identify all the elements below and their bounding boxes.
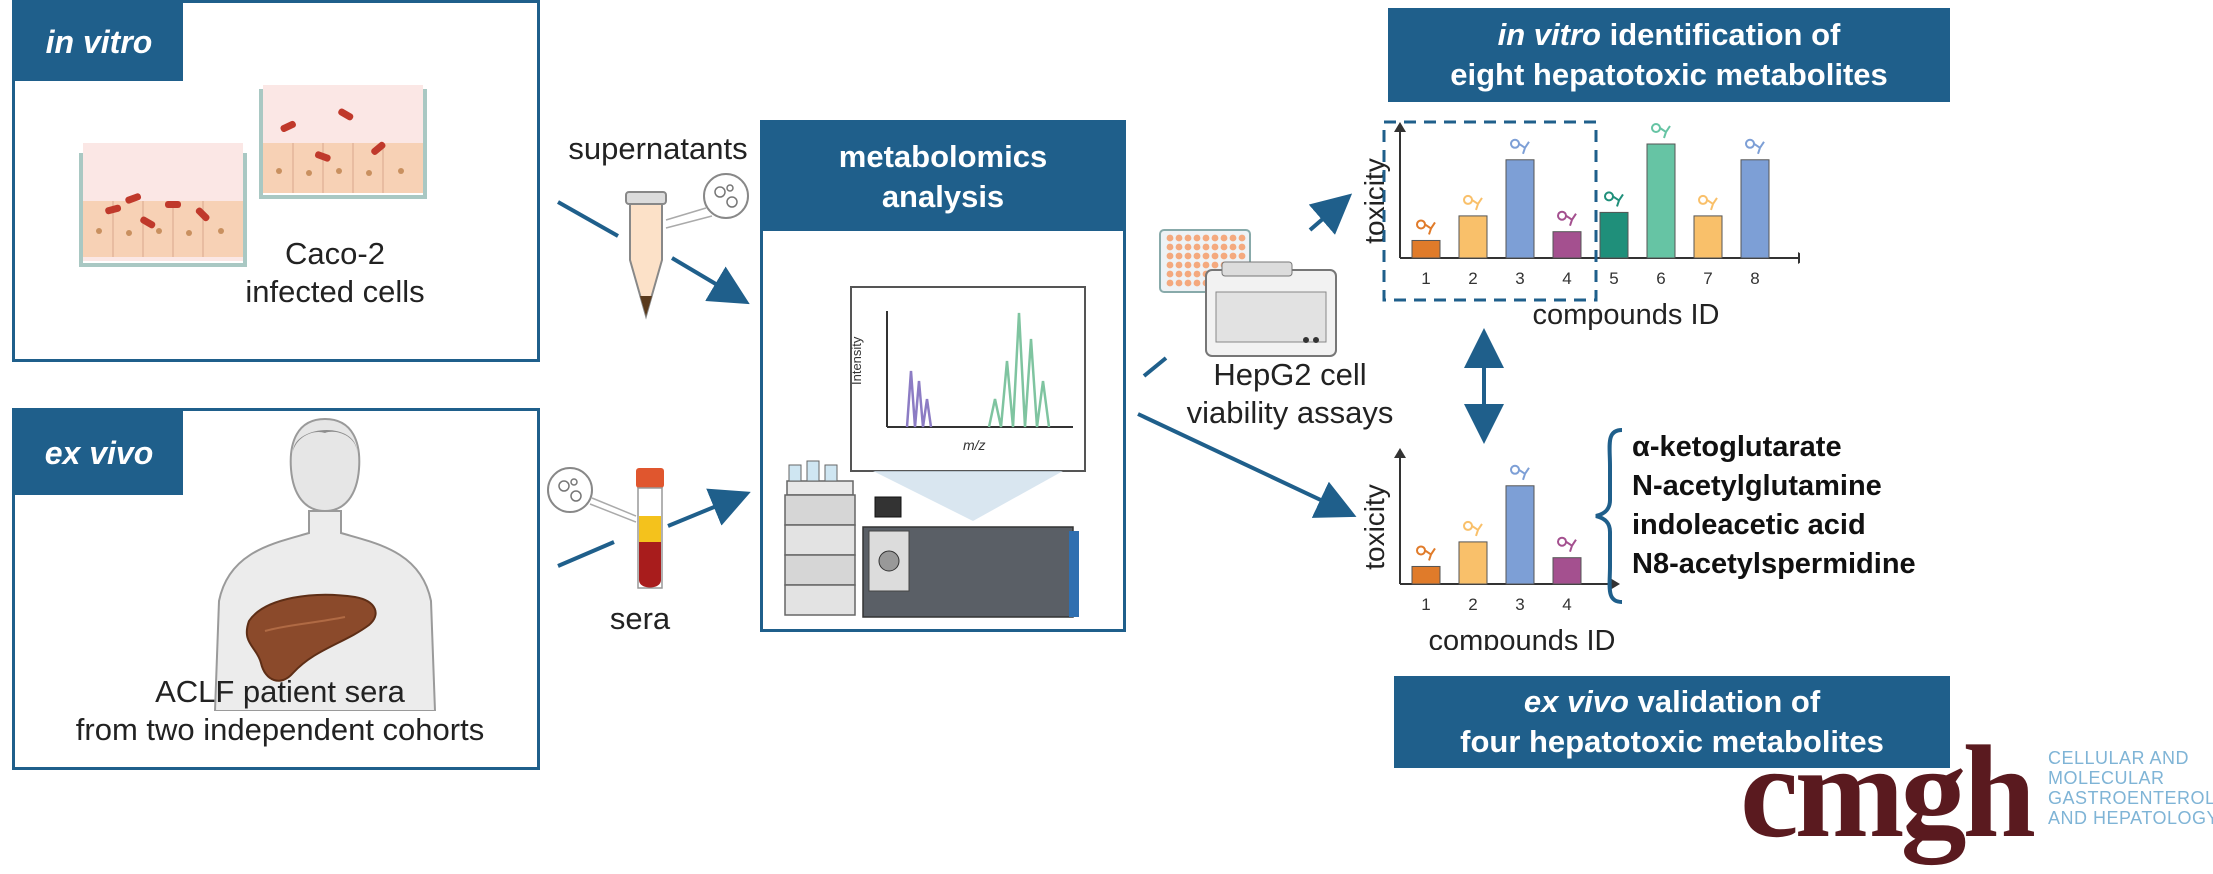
toxicity-chart-ex-vivo: toxicity 1 2 3 4 compounds ID xyxy=(1359,448,1620,650)
molecule-icon xyxy=(1510,464,1520,475)
sample-flow-graphics xyxy=(547,173,749,589)
ex-vivo-label-line2: from two independent cohorts xyxy=(75,712,485,747)
in-vitro-label-line1: Caco-2 xyxy=(285,236,385,271)
journal-name-line4: AND HEPATOLOGY xyxy=(2048,808,2213,828)
chart-bar xyxy=(1646,143,1676,259)
molecule-icon xyxy=(1510,138,1520,149)
metabolite-4: N8-acetylspermidine xyxy=(1632,548,1916,580)
metabolite-3: indoleacetic acid xyxy=(1632,509,1866,541)
journal-name-line2: MOLECULAR xyxy=(2048,768,2165,788)
plate-reader-illustration xyxy=(1159,229,1337,357)
metabolomics-panel: metabolomics analysis Intensity m/z xyxy=(760,120,1126,632)
spectrum-xlabel: m/z xyxy=(963,437,986,453)
chart-ylabel: toxicity xyxy=(1359,484,1390,570)
bottom-banner-line1: ex vivo validation of xyxy=(1394,682,1950,722)
top-banner-line1: in vitro identification of xyxy=(1388,15,1950,55)
in-vitro-tag: in vitro xyxy=(15,3,183,81)
molecule-icon xyxy=(1416,545,1426,556)
molecule-icon xyxy=(1745,138,1755,149)
bottom-banner-line2: four hepatotoxic metabolites xyxy=(1460,724,1884,759)
in-vitro-label: Caco-2 infected cells xyxy=(195,235,475,311)
hepg2-label: HepG2 cell viability assays xyxy=(1170,356,1410,432)
chart-tick-label: 4 xyxy=(1562,269,1571,288)
molecule-icon xyxy=(1463,520,1473,531)
mass-spec-illustration xyxy=(784,286,1086,618)
top-banner-line2: eight hepatotoxic metabolites xyxy=(1450,57,1888,92)
ex-vivo-panel: ex vivo ACLF patient sera from two indep… xyxy=(12,408,540,770)
metabolomics-title-line2: analysis xyxy=(881,179,1005,214)
chart-xlabel: compounds ID xyxy=(1533,299,1720,331)
chart-bar xyxy=(1505,159,1535,259)
chart-bar xyxy=(1411,565,1441,585)
metabolite-2: N-acetylglutamine xyxy=(1632,470,1882,502)
hepg2-label-line2: viability assays xyxy=(1186,395,1394,430)
ex-vivo-label: ACLF patient sera from two independent c… xyxy=(35,673,525,749)
cmgh-logo: cmgh xyxy=(1740,718,2036,865)
chart-bar xyxy=(1552,231,1582,259)
metabolomics-title-line1: metabolomics xyxy=(838,139,1048,174)
top-banner-italic: in vitro xyxy=(1497,17,1601,52)
ex-vivo-tag-text: ex vivo xyxy=(44,434,154,471)
in-vitro-tag-text: in vitro xyxy=(45,23,153,60)
chart-xlabel: compounds ID xyxy=(1429,625,1616,650)
chart-bar xyxy=(1505,485,1535,585)
metabolite-1: α-ketoglutarate xyxy=(1632,431,1842,463)
mass-spectrometer xyxy=(862,496,1079,618)
hplc-instrument xyxy=(784,460,856,616)
metabolomics-title: metabolomics analysis xyxy=(763,123,1123,231)
supernatant-tube-icon xyxy=(625,173,749,320)
chart-bar xyxy=(1599,211,1629,259)
molecule-icon xyxy=(1698,194,1708,205)
chart-tick-label: 1 xyxy=(1421,269,1430,288)
chart-tick-label: 2 xyxy=(1468,595,1477,614)
molecule-icon xyxy=(1463,194,1473,205)
patient-illustration xyxy=(213,417,437,711)
chart-tick-label: 8 xyxy=(1750,269,1759,288)
metabolite-brace xyxy=(1595,428,1623,604)
journal-name: CELLULAR AND MOLECULAR GASTROENTEROLOGY … xyxy=(2048,748,2213,828)
spectrum-ylabel: Intensity xyxy=(849,336,864,385)
chart-bar xyxy=(1458,215,1488,259)
in-vitro-label-line2: infected cells xyxy=(245,274,425,309)
supernatants-label: supernatants xyxy=(568,131,748,166)
highlight-box xyxy=(1382,120,1598,302)
molecule-icon xyxy=(1557,210,1567,221)
chart-bar xyxy=(1693,215,1723,259)
molecule-icon xyxy=(1604,191,1614,202)
metabolite-list: α-ketoglutarate N-acetylglutamine indole… xyxy=(1632,428,1916,584)
ex-vivo-label-line1: ACLF patient sera xyxy=(155,674,405,709)
ex-vivo-tag: ex vivo xyxy=(15,411,183,495)
bottom-banner-rest: validation of xyxy=(1628,684,1821,719)
sera-tube-icon xyxy=(547,467,664,589)
in-vitro-identification-banner: in vitro identification of eight hepatot… xyxy=(1388,8,1950,102)
molecule-icon xyxy=(1416,219,1426,230)
journal-name-line1: CELLULAR AND xyxy=(2048,748,2190,768)
bottom-banner-italic: ex vivo xyxy=(1523,684,1629,719)
chart-tick-label: 2 xyxy=(1468,269,1477,288)
chart-tick-label: 1 xyxy=(1421,595,1430,614)
chart-bar xyxy=(1740,159,1770,259)
hepg2-label-line1: HepG2 cell xyxy=(1213,357,1367,392)
transwell-illustration xyxy=(79,85,427,267)
chart-tick-label: 5 xyxy=(1609,269,1618,288)
chart-tick-label: 7 xyxy=(1703,269,1712,288)
journal-name-line3: GASTROENTEROLOGY xyxy=(2048,788,2213,808)
ex-vivo-validation-banner: ex vivo validation of four hepatotoxic m… xyxy=(1394,676,1950,768)
chart-tick-label: 4 xyxy=(1562,595,1571,614)
in-vitro-panel: in vitro Caco-2 infected cells xyxy=(12,0,540,362)
chart-tick-label: 3 xyxy=(1515,269,1524,288)
chart-tick-label: 3 xyxy=(1515,595,1524,614)
chart-bar xyxy=(1552,557,1582,585)
molecule-icon xyxy=(1651,123,1661,133)
top-banner-rest: identification of xyxy=(1600,17,1841,52)
chart-tick-label: 6 xyxy=(1656,269,1665,288)
molecule-icon xyxy=(1557,536,1567,547)
chart-bar xyxy=(1458,541,1488,585)
sera-label: sera xyxy=(609,601,671,636)
chart-bar xyxy=(1411,239,1441,259)
